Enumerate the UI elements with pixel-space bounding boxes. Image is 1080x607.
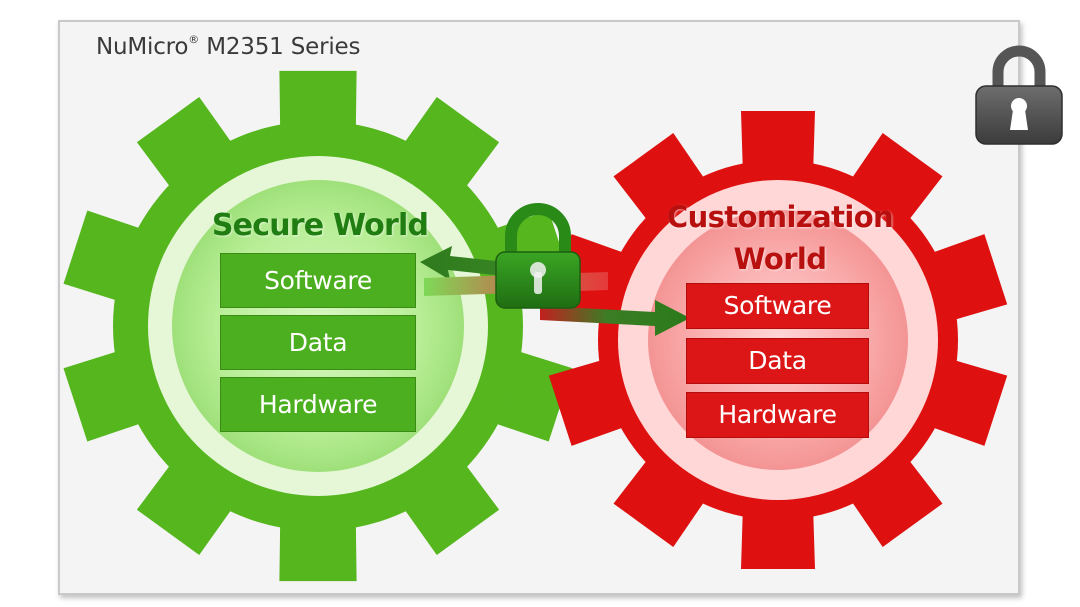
padlock-icon (495, 203, 581, 309)
secure-software-box: Software (220, 253, 416, 308)
custom-gear-tooth (613, 452, 710, 547)
custom-data-box: Data (686, 338, 869, 384)
secure-hardware-box: Hardware (220, 377, 416, 432)
secure-world-title: Secure World (211, 208, 429, 243)
arrow-to-custom (540, 300, 690, 336)
custom-gear-tooth (846, 133, 943, 228)
registered-mark: ® (188, 33, 200, 47)
custom-hardware-box: Hardware (686, 392, 869, 438)
customization-world-title: Customization World (650, 196, 910, 280)
series-name: NuMicro (96, 34, 189, 60)
custom-gear-tooth (613, 133, 710, 228)
secure-gear-tooth (396, 454, 500, 555)
lock-icon (975, 45, 1063, 145)
custom-gear-tooth (846, 452, 943, 547)
secure-gear-tooth (396, 97, 500, 198)
secure-data-box: Data (220, 315, 416, 370)
series-title: NuMicro® M2351 Series (96, 33, 361, 60)
customization-title-line2: World (733, 242, 827, 276)
custom-gear-tooth (741, 504, 815, 569)
custom-gear-tooth (741, 111, 815, 176)
custom-software-box: Software (686, 283, 869, 329)
series-model: M2351 Series (206, 34, 361, 60)
customization-title-line1: Customization (666, 200, 894, 234)
secure-gear-tooth (136, 454, 240, 555)
secure-gear-tooth (136, 97, 240, 198)
